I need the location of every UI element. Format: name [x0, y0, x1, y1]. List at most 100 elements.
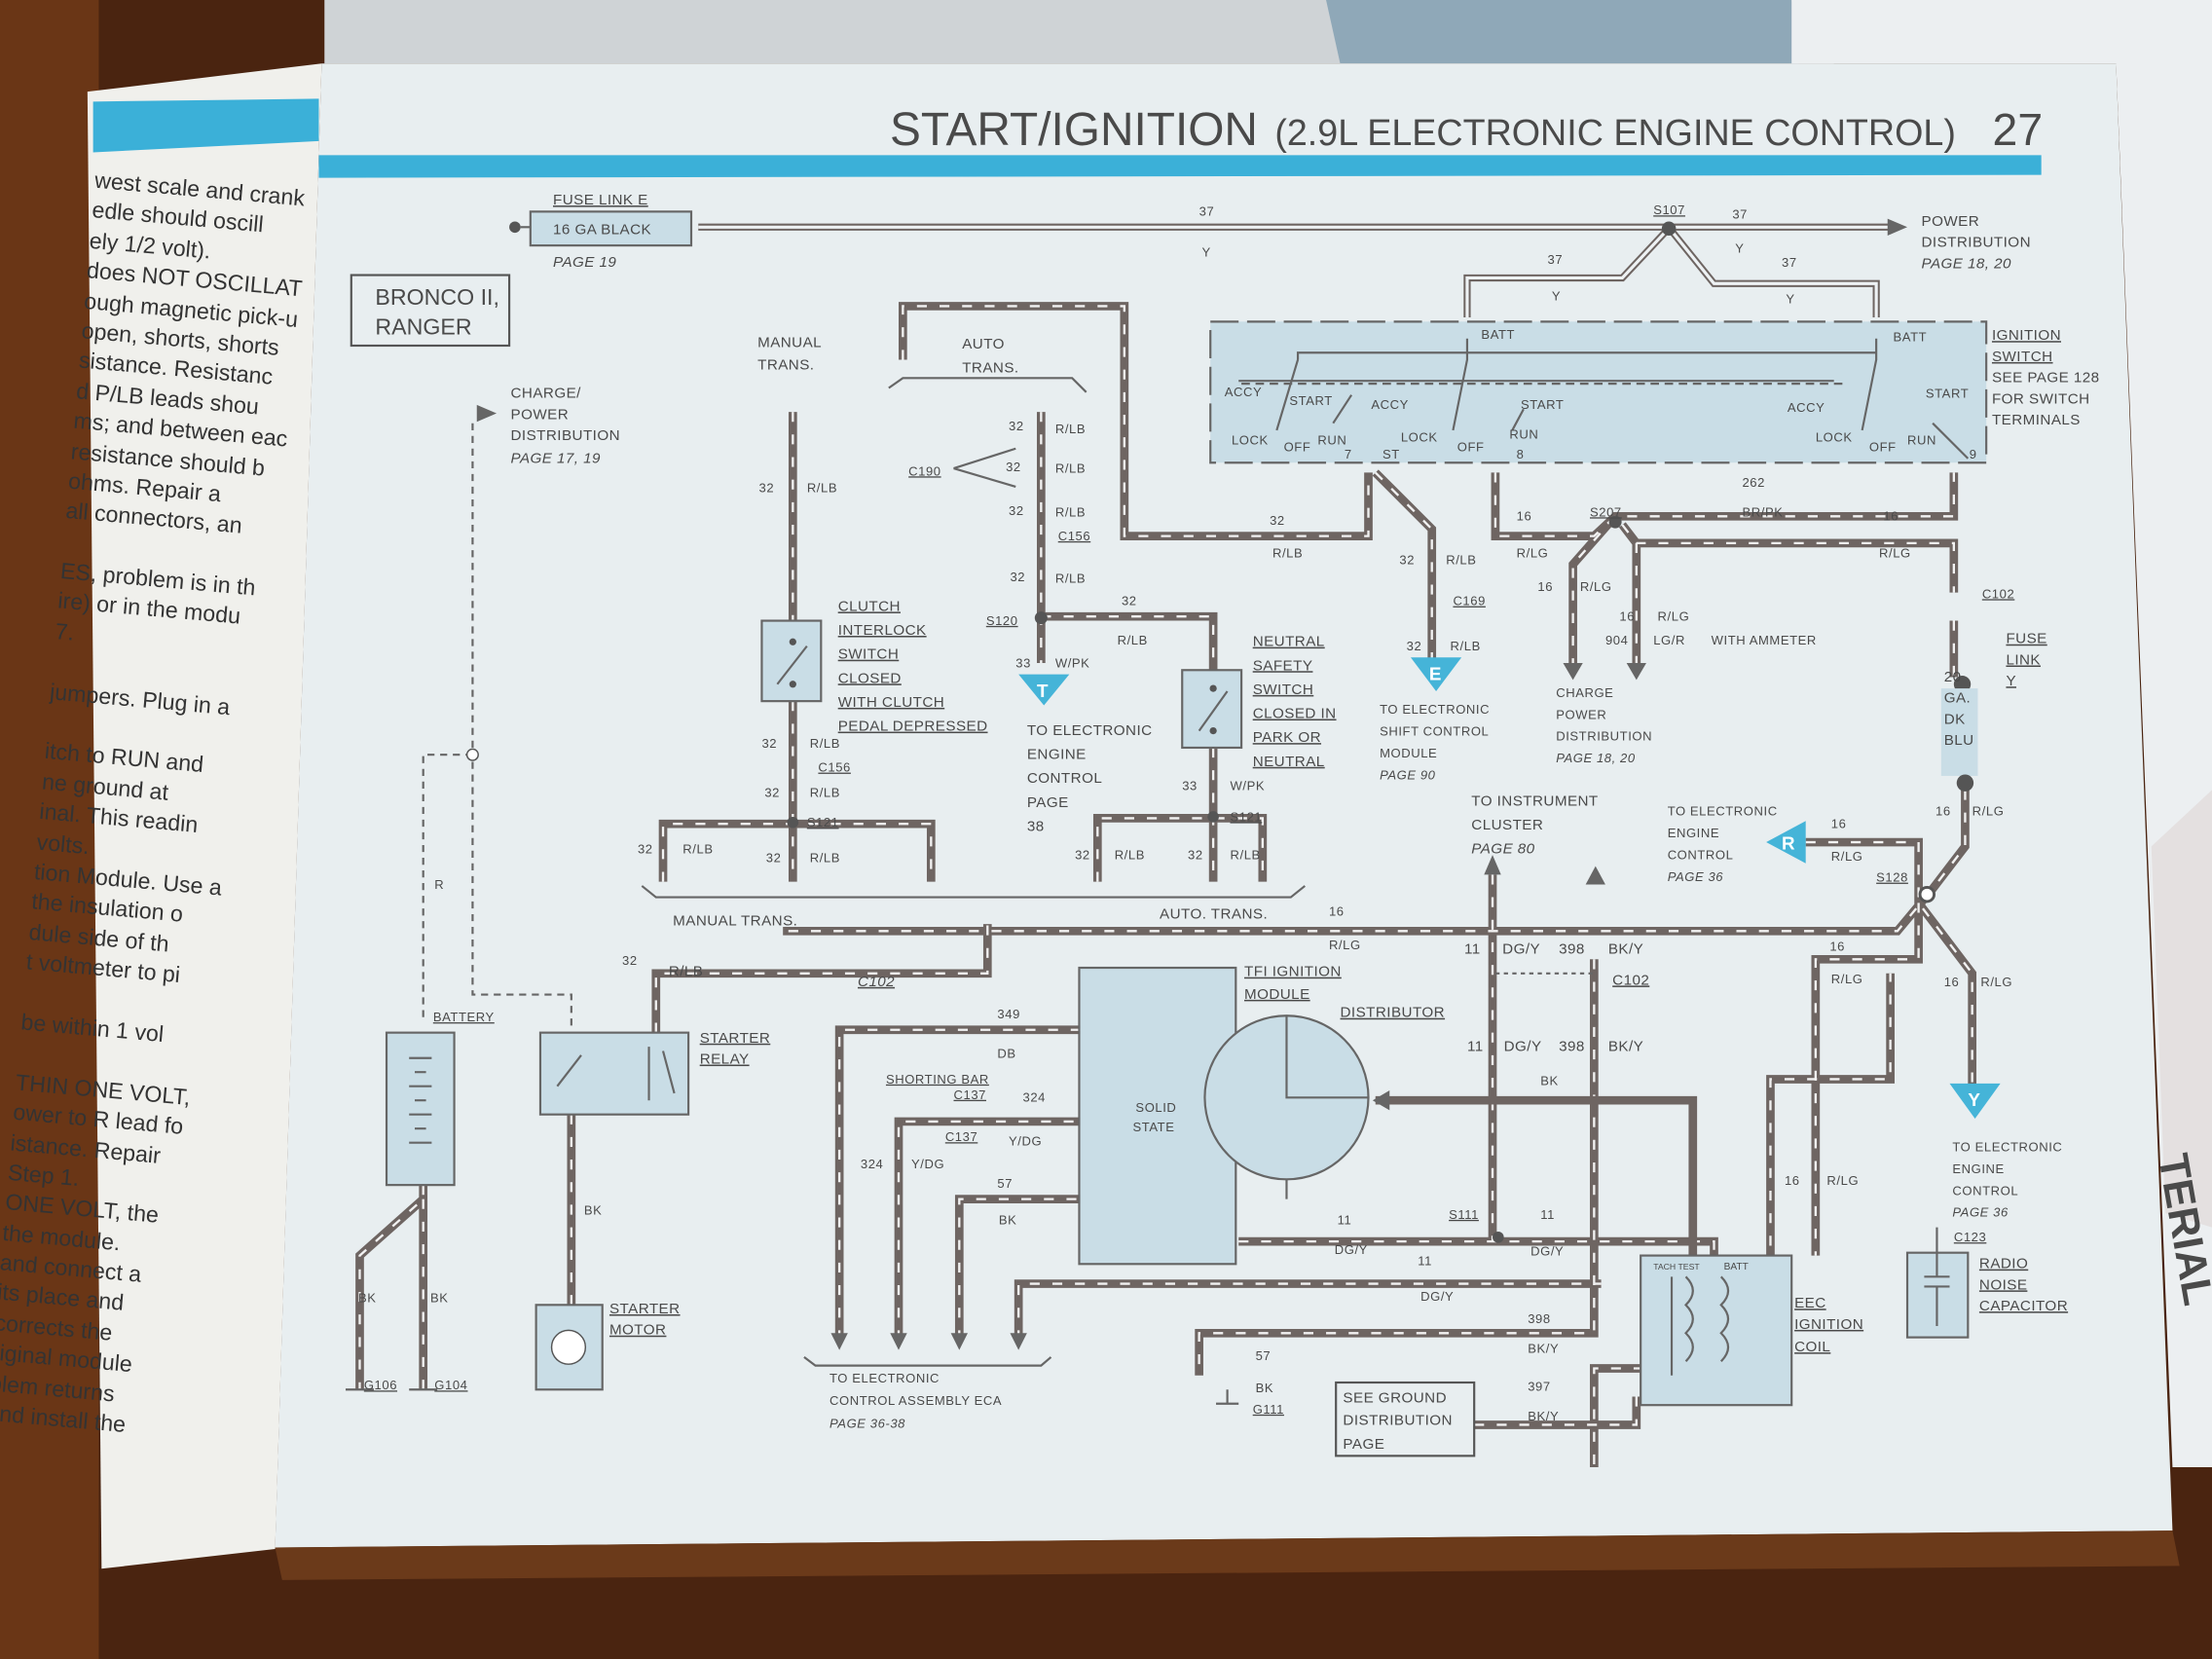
- svg-text:32: 32: [1122, 594, 1137, 608]
- svg-text:398: 398: [1528, 1311, 1550, 1326]
- fuse-link-y-line: FUSE: [2006, 631, 2046, 647]
- svg-text:C137: C137: [945, 1129, 977, 1144]
- svg-text:RUN: RUN: [1907, 432, 1936, 447]
- svg-text:16: 16: [1619, 609, 1635, 624]
- fuse-gauge-line: BLU: [1944, 732, 1974, 749]
- neutral-line: CLOSED IN: [1253, 706, 1337, 722]
- svg-text:16: 16: [1936, 804, 1951, 819]
- manual-trans-bottom: MANUAL TRANS.: [673, 913, 797, 930]
- svg-text:7: 7: [1345, 447, 1352, 461]
- svg-text:S107: S107: [1653, 203, 1685, 217]
- svg-text:R/LB: R/LB: [1115, 847, 1145, 862]
- svg-text:9: 9: [1970, 447, 1977, 461]
- connector-e-icon: [1410, 657, 1462, 692]
- svg-text:32: 32: [1399, 553, 1415, 568]
- clutch-line: CLOSED: [838, 670, 902, 686]
- to-eec-y-line: CONTROL: [1952, 1183, 2018, 1198]
- svg-text:IGNITION: IGNITION: [1992, 327, 2061, 344]
- to-eec-t-line: PAGE: [1027, 794, 1069, 811]
- to-esc-line: SHIFT CONTROL: [1380, 724, 1489, 739]
- to-eec-r-line: PAGE 36: [1668, 869, 1724, 884]
- manual-trans-label: MANUAL: [757, 334, 822, 350]
- starter-relay: STARTER RELAY BK: [538, 1030, 771, 1218]
- svg-text:RUN: RUN: [1509, 427, 1538, 442]
- svg-text:16: 16: [1944, 975, 1960, 989]
- clutch-line: PEDAL DEPRESSED: [838, 719, 988, 735]
- svg-text:SHORTING BAR: SHORTING BAR: [886, 1072, 989, 1087]
- svg-text:R/LG: R/LG: [1980, 975, 2012, 989]
- charge-pd-line: POWER: [1556, 707, 1606, 721]
- wire-stripe: [661, 412, 933, 882]
- svg-text:SOLID: SOLID: [1135, 1100, 1176, 1115]
- svg-text:R/LB: R/LB: [1118, 633, 1148, 647]
- svg-text:PAGE 19: PAGE 19: [553, 254, 616, 271]
- svg-text:DISTRIBUTION: DISTRIBUTION: [1343, 1412, 1453, 1428]
- radio-line: NOISE: [1979, 1276, 2027, 1293]
- svg-text:32: 32: [1009, 503, 1024, 518]
- svg-text:Y: Y: [1968, 1089, 1980, 1110]
- svg-text:R/LB: R/LB: [1055, 461, 1086, 475]
- svg-text:R/LB: R/LB: [810, 786, 840, 800]
- svg-text:BK: BK: [1256, 1381, 1274, 1395]
- svg-text:37: 37: [1548, 252, 1564, 267]
- svg-text:START: START: [1521, 397, 1564, 412]
- fuse-gauge-line: GA.: [1944, 690, 1972, 707]
- svg-text:G104: G104: [434, 1378, 467, 1392]
- svg-text:349: 349: [997, 1007, 1019, 1021]
- to-esc-line: MODULE: [1380, 746, 1437, 760]
- svg-text:Y: Y: [1786, 292, 1794, 307]
- svg-text:11: 11: [1467, 1038, 1484, 1054]
- wire-stripe: [1474, 1396, 1638, 1426]
- svg-text:R/LB: R/LB: [1451, 639, 1481, 653]
- svg-text:BATTERY: BATTERY: [433, 1010, 495, 1024]
- svg-text:PAGE 18, 20: PAGE 18, 20: [1922, 255, 2012, 272]
- svg-text:BK: BK: [358, 1290, 377, 1305]
- svg-text:32: 32: [1009, 419, 1024, 433]
- svg-text:BK: BK: [430, 1290, 449, 1305]
- svg-text:C123: C123: [1954, 1230, 1986, 1244]
- clutch-line: WITH CLUTCH: [838, 694, 945, 711]
- svg-text:ACCY: ACCY: [1371, 397, 1409, 412]
- svg-text:11: 11: [1540, 1207, 1555, 1222]
- svg-text:STARTER: STARTER: [700, 1030, 771, 1047]
- starter-motor: STARTER MOTOR: [535, 1301, 681, 1391]
- svg-text:STARTER: STARTER: [609, 1301, 681, 1317]
- svg-text:398: 398: [1559, 1038, 1585, 1054]
- fuse-gauge-line: DK: [1944, 711, 1966, 727]
- svg-text:R/LG: R/LG: [1517, 545, 1549, 560]
- ground-distribution-ref: SEE GROUND DISTRIBUTION PAGE: [1335, 1381, 1476, 1457]
- svg-text:LOCK: LOCK: [1816, 430, 1853, 445]
- svg-text:DG/Y: DG/Y: [1502, 941, 1540, 958]
- svg-text:LOCK: LOCK: [1232, 432, 1269, 447]
- svg-text:R/LG: R/LG: [1831, 849, 1863, 864]
- neutral-line: SWITCH: [1253, 682, 1314, 698]
- trans-bottom-bracket: [641, 885, 1306, 899]
- to-eec-t-line: 38: [1027, 818, 1045, 834]
- svg-text:MODULE: MODULE: [1244, 986, 1310, 1003]
- svg-text:16: 16: [1537, 579, 1553, 594]
- to-eca-line: TO ELECTRONIC: [830, 1371, 940, 1385]
- svg-text:TACH TEST: TACH TEST: [1653, 1262, 1700, 1272]
- svg-text:MOTOR: MOTOR: [609, 1322, 666, 1339]
- page-header: START/IGNITION(2.9L ELECTRONIC ENGINE CO…: [890, 104, 2043, 156]
- charge-pd-line: CHARGE: [1556, 685, 1613, 700]
- svg-text:OFF: OFF: [1457, 440, 1485, 455]
- wire-stripe: [902, 305, 1370, 537]
- svg-text:16 GA BLACK: 16 GA BLACK: [553, 222, 651, 239]
- svg-text:DISTRIBUTOR: DISTRIBUTOR: [1341, 1005, 1446, 1021]
- wire-stripe: [654, 924, 989, 1033]
- svg-text:C102: C102: [1612, 972, 1649, 988]
- svg-text:11: 11: [1464, 941, 1481, 958]
- svg-text:S121: S121: [1231, 809, 1263, 824]
- svg-text:32: 32: [759, 481, 775, 496]
- svg-text:Y: Y: [1552, 289, 1561, 304]
- svg-text:32: 32: [1188, 847, 1203, 862]
- neutral-line: NEUTRAL: [1253, 754, 1325, 770]
